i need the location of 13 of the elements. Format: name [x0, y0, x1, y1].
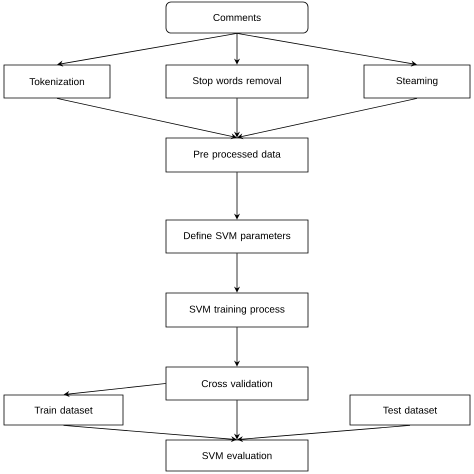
arrow [237, 98, 418, 140]
process-box: Tokenization [4, 64, 110, 98]
process-box: Train dataset [4, 394, 124, 426]
process-box: SVM training process [166, 292, 308, 328]
process-box: Test dataset [350, 394, 470, 426]
process-box: SVM evaluation [166, 440, 308, 472]
process-box: Define SVM parameters [166, 220, 308, 254]
process-box: Cross validation [166, 366, 308, 400]
arrow [57, 33, 238, 67]
process-box: Pre processed data [166, 138, 308, 172]
start-box: Comments [166, 2, 308, 34]
process-box: Stop words removal [166, 64, 308, 98]
process-box: Steaming [364, 64, 470, 98]
